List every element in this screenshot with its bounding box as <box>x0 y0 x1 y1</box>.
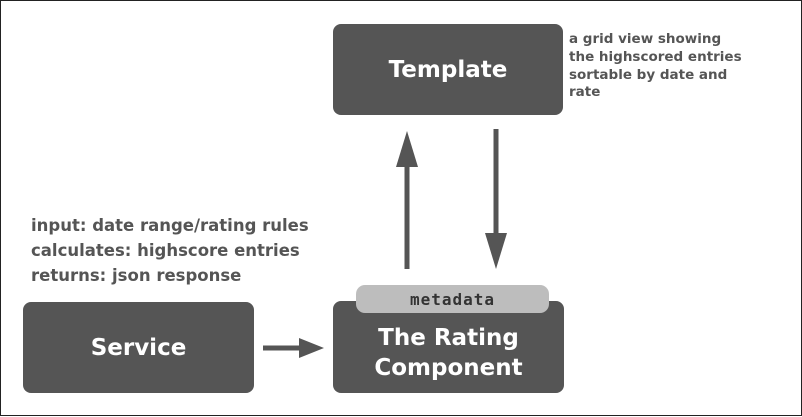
rating-component-node: The Rating Component <box>333 301 564 393</box>
template-annotation: a grid view showing the highscored entri… <box>569 31 742 101</box>
metadata-badge-label: metadata <box>409 289 496 309</box>
service-node: Service <box>23 302 254 393</box>
arrow-rating-to-template <box>396 131 418 269</box>
arrow-template-to-rating <box>485 129 507 269</box>
template-node: Template <box>333 24 563 115</box>
rating-component-label: The Rating Component <box>374 324 523 381</box>
template-node-label: Template <box>388 56 508 83</box>
service-description: input: date range/rating rules calculate… <box>31 216 309 285</box>
arrow-service-to-rating <box>263 338 324 358</box>
service-node-label: Service <box>90 334 187 361</box>
metadata-badge: metadata <box>356 285 549 313</box>
